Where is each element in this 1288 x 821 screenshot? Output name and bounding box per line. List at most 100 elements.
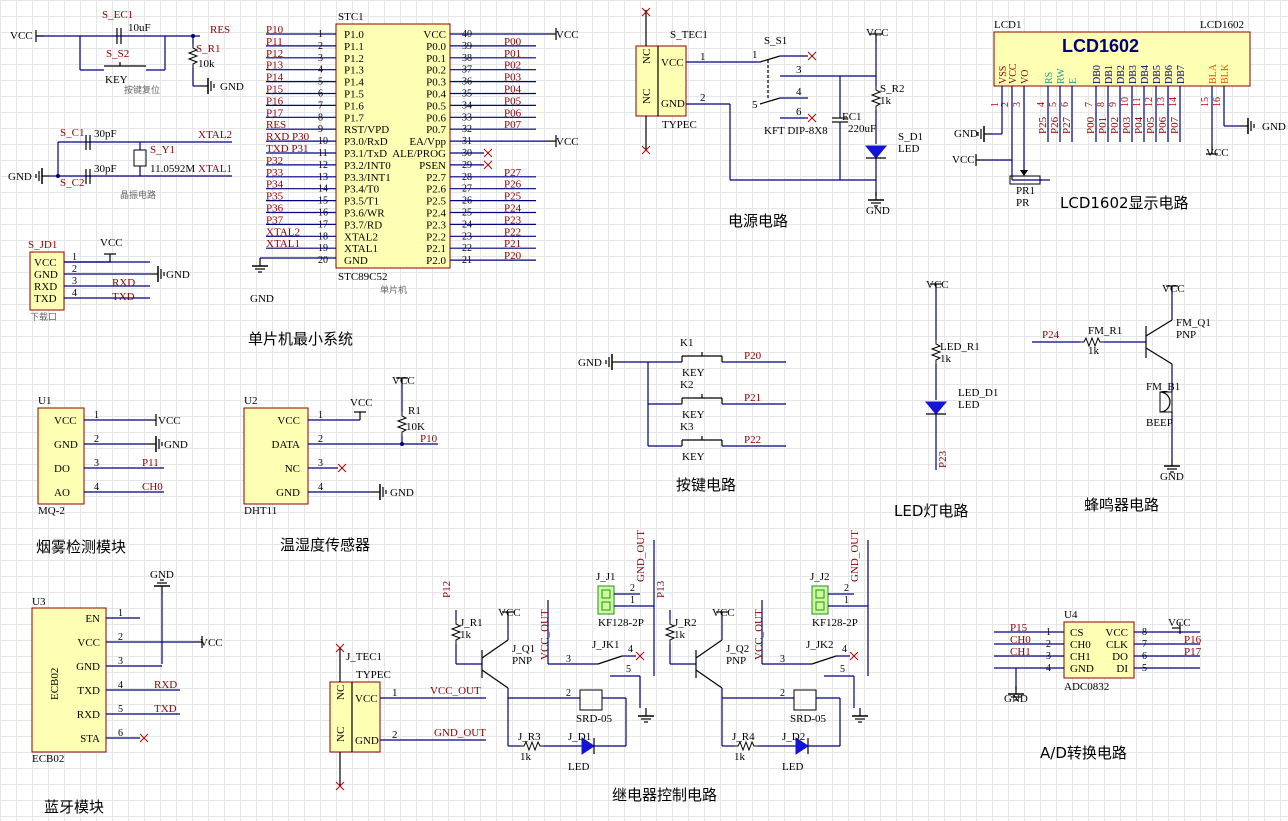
relay1-sw-pin4: 4 (628, 644, 633, 655)
adc-lpin-0: CS (1070, 627, 1083, 639)
led-symbol (795, 737, 809, 755)
crystal-c1-label: S_C1 (60, 127, 84, 139)
download-pin-1: GND (34, 269, 58, 281)
relay2-j-pin1: 1 (844, 595, 849, 606)
power-tec-ref: S_TEC1 (670, 29, 708, 41)
mcu-right-net-13: P26 (504, 179, 522, 191)
vcc-symbol (547, 134, 557, 148)
mcu-left-net-3: P13 (266, 60, 284, 72)
jtec-pin2: 2 (392, 729, 398, 741)
power-sw-pin6: 6 (796, 106, 802, 118)
key-ref-1: K2 (680, 379, 693, 391)
power-r2-value: 1k (880, 95, 892, 107)
mcu-left-pin-2: P1.2 (344, 53, 364, 65)
download-pin-3: TXD (34, 293, 57, 305)
led-net: P23 (937, 450, 949, 468)
mcu-left-net-13: P34 (266, 179, 284, 191)
crystal-c2-value: 30pF (94, 163, 117, 175)
dht-gnd: GND (390, 487, 414, 499)
mq2-pin-num-3: 4 (94, 482, 99, 493)
mcu-right-pin-1: P0.0 (426, 41, 446, 53)
lcd-pin-14: BLA (1208, 63, 1219, 84)
relay2-vcc: VCC (712, 607, 735, 619)
lcd1602-module: LCD1602 LCD1 LCD1602 VSS1VCC2VO3RS4P25RW… (952, 19, 1286, 209)
crystal-gnd-label: GND (8, 171, 32, 183)
dht-vcc: VCC (350, 397, 373, 409)
bt-net-3: RXD (154, 679, 177, 691)
relay-circuits: P12J_R11kVCCJ_Q1PNPJ_R31kJ_D1LED2SRD-05V… (441, 530, 869, 773)
mcu-left-net-10: TXD P31 (266, 143, 308, 155)
mq2-pin-num-2: 3 (94, 458, 99, 469)
mcu-left-pin-7: P1.7 (344, 112, 364, 124)
relay-power-connector: NC NC VCC GND J_TEC1 TYPEC 1 2 VCC_OUT G… (329, 643, 486, 791)
caption-bluetooth: 蓝牙模块 (44, 798, 104, 816)
reset-ec1-label: S_EC1 (102, 9, 133, 21)
led-d-label: LED_D1 (958, 387, 998, 399)
adc-rnet-2: P17 (1184, 646, 1202, 658)
mcu-right-pin-3: P0.2 (426, 65, 446, 77)
lcd-pin-num-13: 14 (1168, 97, 1179, 107)
relay1-gout: GND_OUT (635, 530, 647, 582)
vcc-symbol (147, 413, 157, 427)
relay2-j-label: J_J2 (810, 571, 830, 583)
buzzer-r-value: 1k (1088, 345, 1100, 357)
power-sw-pin1b: 1 (700, 51, 706, 63)
mcu-right-net-2: P01 (504, 48, 521, 60)
lcd-pin-10: DB4 (1140, 65, 1151, 84)
relay2-q-label: J_Q2 (726, 643, 749, 655)
download-net-2: RXD (112, 277, 135, 289)
dht-pin-num-2: 3 (318, 458, 323, 469)
caption-led: LED灯电路 (894, 502, 968, 520)
buzzer-r-label: FM_R1 (1088, 325, 1122, 337)
reset-vcc-label: VCC (10, 30, 33, 42)
mcu-left-net-6: P16 (266, 95, 284, 107)
no-connect-mark (483, 148, 493, 158)
power-gnd-net: GND (866, 205, 890, 217)
mcu-right-pin-14: P2.5 (426, 196, 446, 208)
relay1-sw-pin3: 3 (566, 654, 571, 665)
caption-lcd: LCD1602显示电路 (1060, 194, 1189, 212)
dht-pin-2: NC (285, 463, 300, 475)
mcu-left-pin-16: P3.7/RD (344, 219, 382, 231)
relay2-r1-value: 1k (674, 629, 686, 641)
mcu-left-net-0: P10 (266, 24, 284, 36)
adc-gnd: GND (1004, 693, 1028, 705)
mcu-part: STC89C52 (338, 271, 388, 283)
download-pin-num-1: 2 (72, 264, 77, 275)
download-vcc-net: VCC (100, 237, 123, 249)
download-gnd-net: GND (166, 269, 190, 281)
mcu-right-net-3: P02 (504, 60, 521, 72)
resistor-symbol (519, 741, 545, 751)
lcd-net-10: P04 (1133, 116, 1145, 134)
lcd-net-7: P01 (1097, 117, 1109, 134)
key-ref-0: K1 (680, 337, 693, 349)
lcd-net-12: P06 (1157, 116, 1169, 134)
power-sw-pin2b: 2 (700, 92, 706, 104)
vcc-symbol (547, 27, 557, 41)
buzzer-gnd: GND (1160, 471, 1184, 483)
mcu-left-pin-19: GND (344, 255, 368, 267)
no-connect-mark (483, 160, 493, 170)
power-ec1-label: EC1 (842, 111, 862, 123)
relay2-vout: VCC_OUT (753, 609, 765, 660)
power-sw-pin1: 1 (752, 49, 758, 61)
lcd-pin-5: E (1068, 78, 1079, 84)
mcu-left-pin-12: P3.3/INT1 (344, 172, 391, 184)
adc-rpin-1: CLK (1106, 639, 1128, 651)
download-pin-num-0: 1 (72, 252, 77, 263)
led-r-label: LED_R1 (940, 341, 980, 353)
power-sw-pin4: 4 (796, 86, 802, 98)
relay1-r1-label: J_R1 (460, 617, 483, 629)
mcu-left-net-9: RXD P30 (266, 131, 310, 143)
bt-part-vertical: ECB02 (49, 668, 61, 700)
relay1-r3-value: 1k (520, 751, 532, 763)
mq2-pin-1: GND (54, 439, 78, 451)
mcu-left-pin-6: P1.6 (344, 100, 364, 112)
mcu-right-pin-12: P2.7 (426, 172, 446, 184)
key-gnd-label: GND (578, 357, 602, 369)
mq2-ref: U1 (38, 395, 51, 407)
